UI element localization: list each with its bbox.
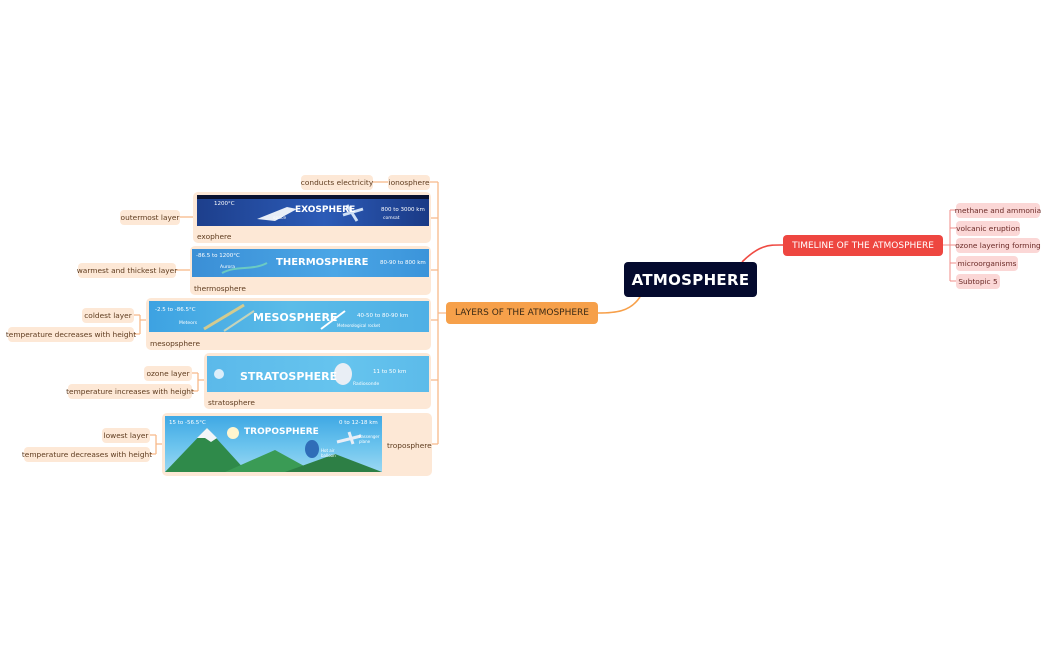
timeline-item[interactable]: ozone layering forming bbox=[955, 238, 1041, 253]
exosphere-tag-comsat: comsat bbox=[383, 216, 400, 221]
note-outermost-layer[interactable]: outermost layer bbox=[120, 210, 180, 225]
subtopic-ionosphere[interactable]: ionosphere bbox=[388, 175, 430, 190]
note-temperature-decreases-with-height[interactable]: temperature decreases with height bbox=[6, 327, 136, 342]
root-topic-atmosphere[interactable]: ATMOSPHERE bbox=[624, 262, 757, 297]
timeline-item[interactable]: volcanic eruption bbox=[956, 221, 1020, 236]
stratosphere-title: STRATOSPHERE bbox=[240, 370, 338, 383]
mesosphere-temp: -2.5 to -86.5°C bbox=[155, 307, 196, 313]
note-temperature-decreases-with-height[interactable]: temperature decreases with height bbox=[22, 447, 152, 462]
troposphere-tag-balloon: Hot air balloon bbox=[321, 448, 336, 458]
thermosphere-range: 80-90 to 800 km bbox=[380, 260, 426, 266]
exosphere-label: exophere bbox=[197, 232, 232, 241]
subtopic-thermosphere[interactable]: -86.5 to 1200°C THERMOSPHERE 80-90 to 80… bbox=[190, 246, 431, 295]
mesosphere-title: MESOSPHERE bbox=[253, 311, 338, 324]
exosphere-temp: 1200°C bbox=[214, 201, 235, 207]
aurora-icon bbox=[221, 262, 268, 274]
note-coldest-layer[interactable]: coldest layer bbox=[82, 308, 134, 323]
topic-layers-of-the-atmosphere[interactable]: LAYERS OF THE ATMOSPHERE bbox=[446, 302, 598, 324]
timeline-item[interactable]: Subtopic 5 bbox=[956, 274, 1000, 289]
exosphere-range: 800 to 3000 km bbox=[381, 207, 425, 213]
troposphere-label: troposphere bbox=[387, 441, 432, 450]
mountain-and-plane-icon bbox=[165, 427, 382, 472]
thermosphere-label: thermosphere bbox=[194, 284, 246, 293]
subtopic-troposphere[interactable]: 15 to -56.5°C TROPOSPHERE 0 to 12-18 km … bbox=[162, 413, 432, 476]
thermosphere-tag-aurora: Aurora bbox=[220, 265, 236, 270]
stratosphere-label: stratosphere bbox=[208, 398, 255, 407]
note-lowest-layer[interactable]: lowest layer bbox=[102, 428, 150, 443]
troposphere-range: 0 to 12-18 km bbox=[339, 420, 378, 426]
note-warmest-and-thickest-layer[interactable]: warmest and thickest layer bbox=[77, 263, 177, 278]
mesosphere-illustration: -2.5 to -86.5°C MESOSPHERE 40-50 to 80-9… bbox=[149, 301, 429, 332]
stratosphere-illustration: STRATOSPHERE 11 to 50 km Radiosonde bbox=[207, 356, 429, 392]
mesosphere-label: mesopsphere bbox=[150, 339, 201, 348]
space-shuttle-icon bbox=[257, 204, 364, 222]
exosphere-tag-space: space bbox=[273, 216, 287, 221]
timeline-item[interactable]: methane and ammonia bbox=[955, 203, 1041, 218]
stratosphere-range: 11 to 50 km bbox=[373, 369, 407, 375]
topic-timeline-of-the-atmosphere[interactable]: TIMELINE OF THE ATMOSPHERE bbox=[783, 235, 943, 256]
thermosphere-illustration: -86.5 to 1200°C THERMOSPHERE 80-90 to 80… bbox=[192, 249, 429, 277]
subtopic-stratosphere[interactable]: STRATOSPHERE 11 to 50 km Radiosonde stra… bbox=[204, 353, 431, 409]
thermosphere-title: THERMOSPHERE bbox=[276, 257, 369, 268]
timeline-item[interactable]: microorganisms bbox=[956, 256, 1018, 271]
mesosphere-range: 40-50 to 80-90 km bbox=[357, 313, 409, 319]
mesosphere-tag-meteors: Meteors bbox=[179, 321, 198, 326]
note-temperature-increases-with-height[interactable]: temperature increases with height bbox=[66, 384, 194, 399]
troposphere-title: TROPOSPHERE bbox=[244, 427, 319, 437]
exosphere-illustration: 1200°C EXOSPHERE 800 to 3000 km space co… bbox=[197, 195, 429, 226]
thermosphere-temp: -86.5 to 1200°C bbox=[196, 253, 240, 259]
note-conducts-electricity[interactable]: conducts electricity bbox=[301, 175, 373, 190]
troposphere-illustration: 15 to -56.5°C TROPOSPHERE 0 to 12-18 km … bbox=[165, 416, 382, 472]
troposphere-tag-plane: Passenger plane bbox=[359, 434, 380, 444]
subtopic-exosphere[interactable]: 1200°C EXOSPHERE 800 to 3000 km space co… bbox=[193, 192, 431, 243]
exosphere-title: EXOSPHERE bbox=[295, 205, 356, 215]
mesosphere-tag-rocket: Meteorological rocket bbox=[337, 323, 381, 328]
troposphere-temp: 15 to -56.5°C bbox=[169, 420, 206, 426]
stratosphere-tag-radiosonde: Radiosonde bbox=[353, 382, 380, 387]
radiosonde-balloon-icon bbox=[214, 363, 352, 385]
subtopic-mesosphere[interactable]: -2.5 to -86.5°C MESOSPHERE 40-50 to 80-9… bbox=[146, 298, 431, 350]
note-ozone-layer[interactable]: ozone layer bbox=[144, 366, 192, 381]
meteor-icon bbox=[203, 303, 346, 332]
